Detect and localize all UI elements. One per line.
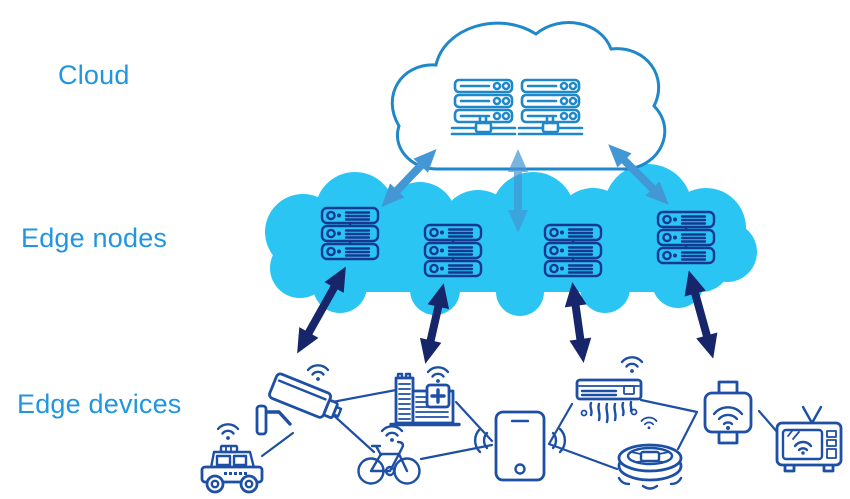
edge-devices-layer-label: Edge devices bbox=[17, 389, 182, 419]
cloud-edge-arrow-right bbox=[608, 144, 669, 205]
link-ac-zone bbox=[547, 398, 699, 471]
smartphone-icon bbox=[473, 410, 567, 482]
wifi-icon bbox=[426, 366, 450, 385]
signal-waves-left bbox=[473, 427, 489, 454]
smart-wifi-device-icon bbox=[703, 380, 753, 445]
air-conditioner-icon bbox=[575, 356, 644, 424]
edge-device-arrows bbox=[297, 266, 718, 364]
hospital-building-icon bbox=[389, 366, 461, 427]
cctv-camera-icon bbox=[255, 364, 343, 436]
wifi-icon bbox=[216, 423, 240, 442]
cloud-edge-arrows bbox=[381, 144, 669, 233]
bicycle-icon bbox=[357, 425, 421, 485]
edge-nodes-layer-label: Edge nodes bbox=[21, 223, 168, 253]
wifi-icon bbox=[620, 356, 644, 375]
tv-icon bbox=[775, 405, 843, 473]
cloud-layer-label: Cloud bbox=[58, 60, 130, 90]
link-camera-bicycle bbox=[329, 411, 376, 454]
wifi-icon bbox=[640, 416, 658, 431]
edge-device-arrow-2 bbox=[419, 283, 450, 364]
motion-waves-icon bbox=[617, 476, 683, 490]
wifi-icon bbox=[306, 364, 330, 383]
robot-vacuum-icon bbox=[617, 416, 683, 490]
link-wifibox-tv bbox=[757, 409, 780, 435]
edge-device-arrow-1 bbox=[297, 266, 346, 354]
edge-device-arrow-4 bbox=[684, 270, 718, 359]
wifi-icon bbox=[380, 425, 404, 444]
link-car-camera bbox=[260, 431, 295, 458]
cloud-edge-arrow-left bbox=[381, 149, 437, 207]
link-bicycle-phone bbox=[419, 443, 494, 461]
air-flow-icon bbox=[580, 400, 638, 424]
wifi-icon bbox=[712, 406, 744, 430]
signal-waves-right bbox=[551, 427, 567, 454]
wifi-icon bbox=[793, 440, 813, 455]
edge-device-arrow-3 bbox=[564, 282, 592, 363]
autonomous-car-icon bbox=[200, 423, 264, 494]
antenna-icon bbox=[801, 405, 823, 425]
